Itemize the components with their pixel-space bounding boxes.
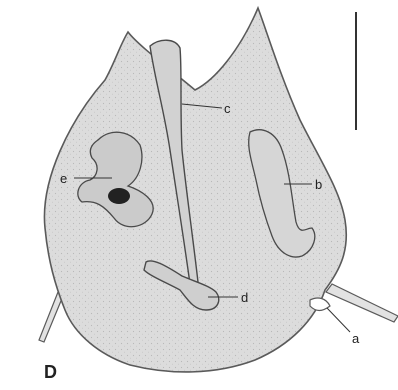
label-a: a	[352, 331, 360, 346]
label-d: d	[241, 290, 248, 305]
dark-spot	[108, 188, 130, 204]
label-c: c	[224, 101, 231, 116]
label-b: b	[315, 177, 322, 192]
left-spine	[39, 292, 63, 342]
label-e: e	[60, 171, 67, 186]
panel-letter: D	[44, 362, 57, 382]
leader-line-a	[327, 308, 350, 332]
right-spine	[326, 284, 398, 322]
